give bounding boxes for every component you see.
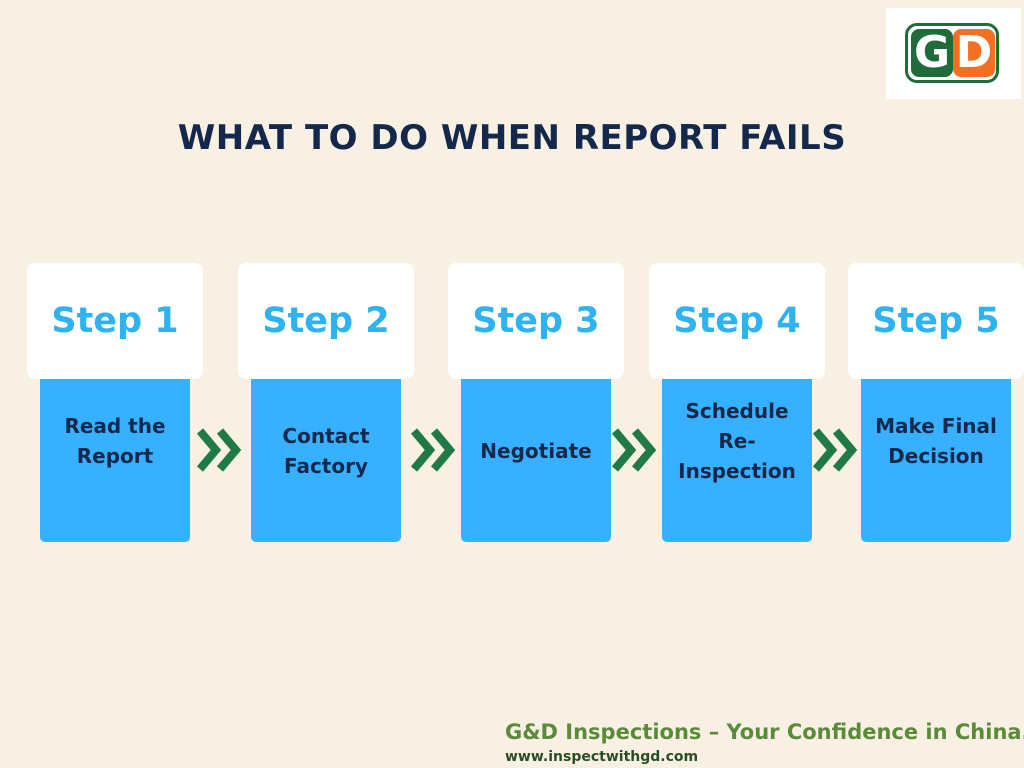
step-2: Step 2 Contact Factory [238,263,414,542]
step-5-box: Make Final Decision [861,379,1011,542]
step-2-heading: Step 2 [238,263,414,379]
logo-letter-g: G [911,29,953,77]
step-1-box: Read the Report [40,379,190,542]
double-chevron-right-icon [410,428,456,472]
step-3-heading: Step 3 [448,263,624,379]
gd-logo: G D [905,23,999,83]
step-3-box: Negotiate [461,379,611,542]
step-5: Step 5 Make Final Decision [848,263,1024,542]
step-5-text: Make Final Decision [875,413,997,468]
double-chevron-right-icon [196,428,242,472]
step-3-text: Negotiate [480,438,592,463]
page-title: WHAT TO DO WHEN REPORT FAILS [177,118,847,158]
logo-container: G D [886,8,1021,99]
step-1: Step 1 Read the Report [27,263,203,542]
step-4-heading: Step 4 [649,263,825,379]
step-4-box: Schedule Re- Inspection [662,379,812,542]
step-2-text: Contact Factory [282,423,370,478]
step-4: Step 4 Schedule Re- Inspection [649,263,825,542]
step-1-text: Read the Report [64,413,166,468]
footer-url[interactable]: www.inspectwithgd.com [505,749,699,765]
double-chevron-right-icon [611,428,657,472]
step-1-heading: Step 1 [27,263,203,379]
double-chevron-right-icon [812,428,858,472]
step-5-heading: Step 5 [848,263,1024,379]
footer-tagline: G&D Inspections – Your Confidence in Chi… [505,720,1024,744]
logo-letter-d: D [953,29,995,77]
step-4-text: Schedule Re- Inspection [678,398,796,483]
step-2-box: Contact Factory [251,379,401,542]
step-3: Step 3 Negotiate [448,263,624,542]
